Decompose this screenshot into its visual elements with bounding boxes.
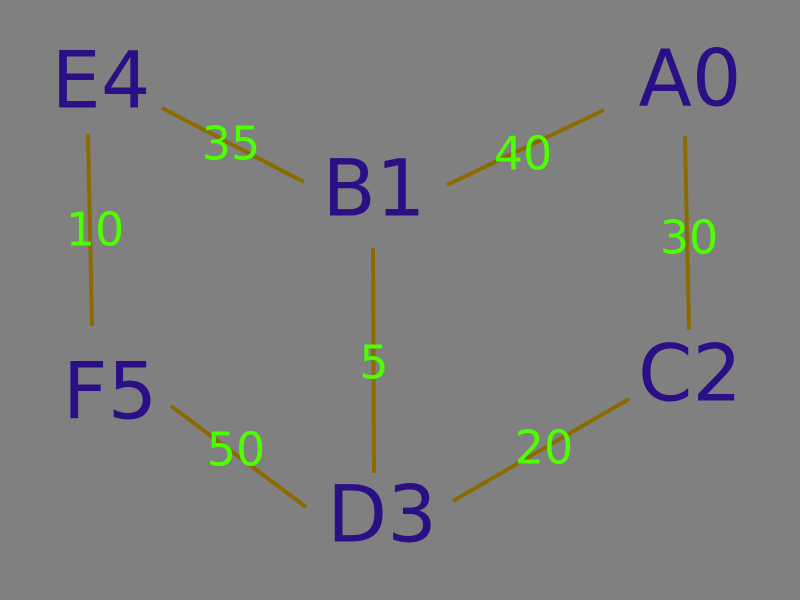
edge-weight-b1-d3: 5 xyxy=(359,336,388,390)
edge-a0-c2 xyxy=(683,135,691,331)
edge-e4-f5 xyxy=(86,133,94,327)
edge-weight-d3-c2: 20 xyxy=(515,421,574,475)
node-b1: B1 xyxy=(322,144,425,234)
nodes: A0 B1 C2 D3 E4 F5 xyxy=(52,34,743,560)
edge-b1-d3 xyxy=(371,247,376,474)
edge-weight-a0-c2: 30 xyxy=(660,211,719,265)
edges xyxy=(86,106,691,509)
edge-weight-e4-b1: 35 xyxy=(202,117,261,171)
edge-b1-a0 xyxy=(446,108,605,187)
node-d3: D3 xyxy=(327,470,437,560)
node-f5: F5 xyxy=(63,347,158,437)
edge-d3-c2 xyxy=(451,397,631,503)
edge-weight-f5-d3: 50 xyxy=(207,423,266,477)
edge-weight-b1-a0: 40 xyxy=(494,127,553,181)
node-e4: E4 xyxy=(52,36,151,126)
node-a0: A0 xyxy=(639,34,742,124)
edge-e4-b1 xyxy=(161,106,305,184)
node-c2: C2 xyxy=(638,329,742,419)
edge-f5-d3 xyxy=(169,404,308,509)
edge-weights: 35 40 10 30 5 50 20 xyxy=(66,117,719,477)
edge-weight-e4-f5: 10 xyxy=(66,203,125,257)
